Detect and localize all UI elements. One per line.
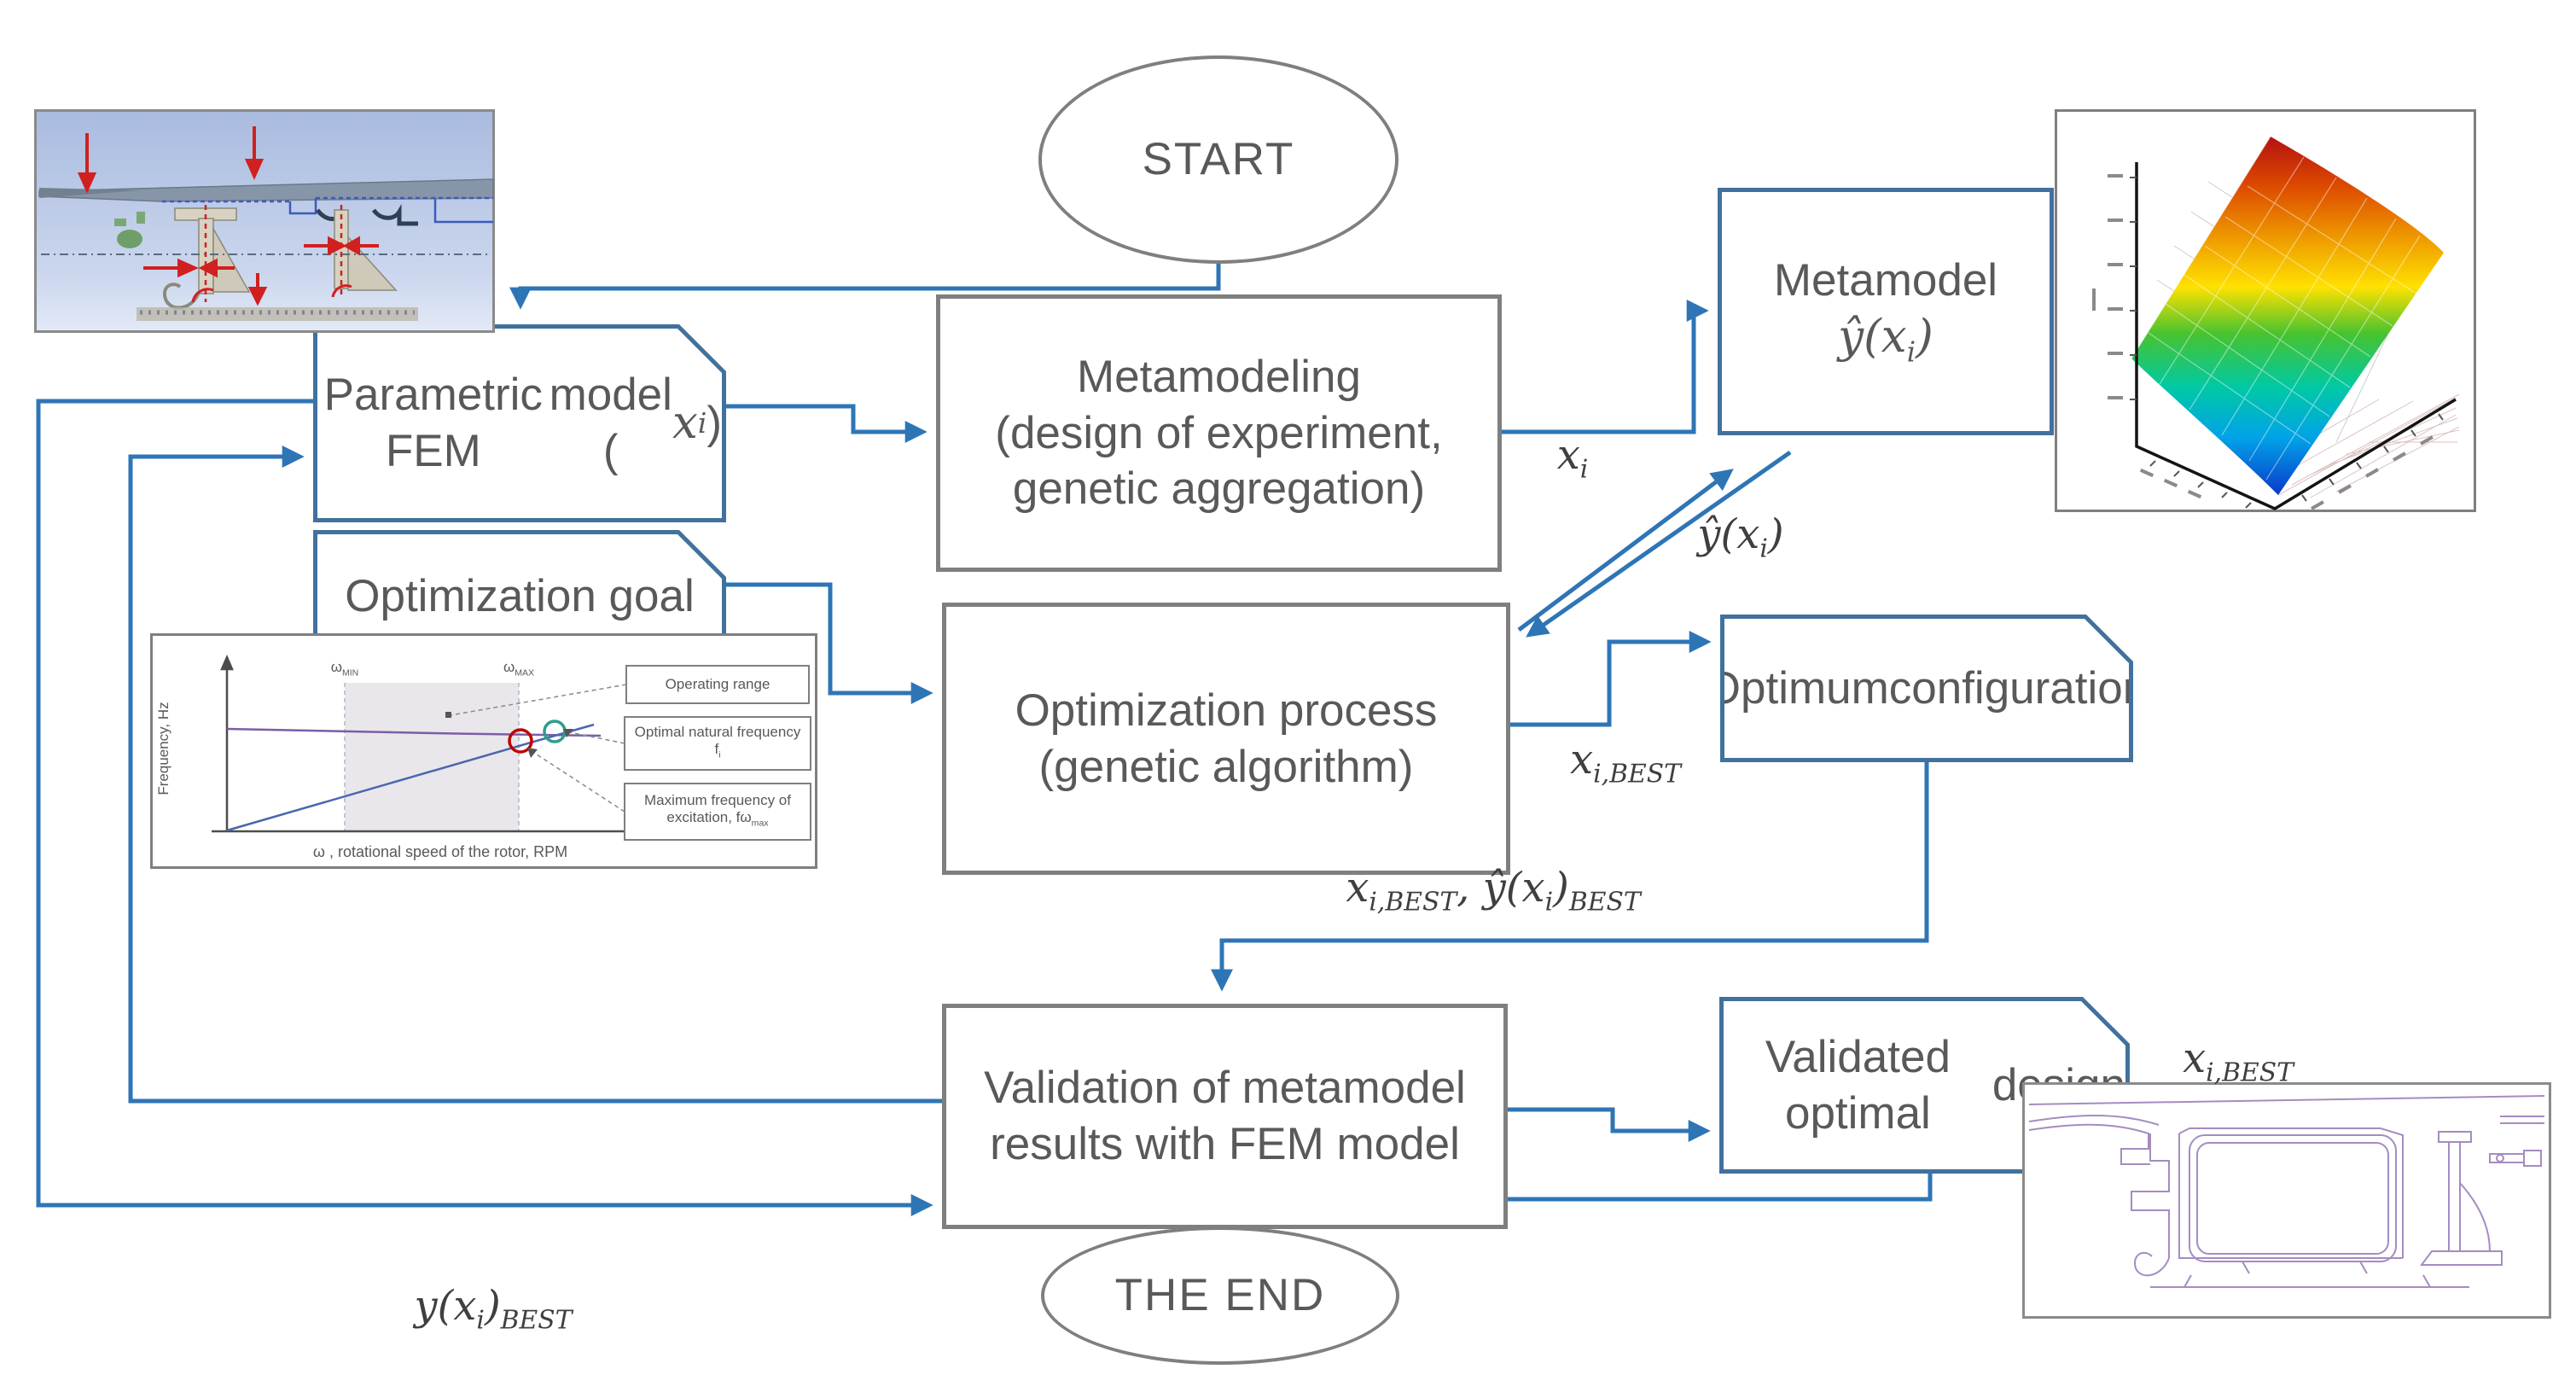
end-label: THE END bbox=[1114, 1270, 1326, 1321]
goal-chart-image: Frequency, Hz ω , rotational speed of th… bbox=[150, 633, 817, 869]
goal-chart-drawing bbox=[150, 633, 817, 869]
response-surface-drawing bbox=[2055, 109, 2476, 512]
connector-optgoal-to-optprocess bbox=[726, 582, 933, 704]
goal-chart-xlabel: ω , rotational speed of the rotor, RPM bbox=[312, 843, 568, 860]
fem-model-image bbox=[34, 109, 495, 333]
connector-metamodel-to-optimization bbox=[1526, 450, 1792, 638]
connector-validation-to-parametric-feedback bbox=[128, 446, 942, 1104]
goal-chart-callout-operating-range: Operating range bbox=[665, 676, 770, 692]
label-xi-best-yhat-best: xi,BEST, ŷ(xi)BEST bbox=[1346, 864, 1641, 918]
optimization-goal-node: Optimization goal bbox=[313, 530, 726, 709]
response-surface-image bbox=[2055, 109, 2476, 512]
label-xi-best: xi,BEST bbox=[1570, 736, 1681, 789]
red-intersection-marker bbox=[508, 728, 533, 754]
goal-chart-wmin-label: ωMIN bbox=[330, 659, 359, 679]
goal-chart-ylabel: Frequency, Hz bbox=[155, 702, 172, 795]
connector-xi-to-metamodel bbox=[1517, 469, 1734, 632]
connector-parametric-to-metamodeling bbox=[726, 404, 927, 443]
optimization-process-label: Optimization process(genetic algorithm) bbox=[1015, 685, 1438, 792]
start-node: START bbox=[1038, 55, 1398, 264]
optimization-process-node: Optimization process(genetic algorithm) bbox=[942, 603, 1510, 875]
validated-design-image bbox=[2022, 1082, 2551, 1319]
connector-validation-to-validated bbox=[1508, 1107, 1711, 1142]
validated-design-drawing bbox=[2022, 1082, 2551, 1319]
label-yhat-xi: ŷ(xi) bbox=[1697, 510, 1784, 564]
label-xi-best-2: xi,BEST bbox=[2183, 1034, 2294, 1088]
connector-metamodeling-to-metamodel bbox=[1502, 300, 1709, 434]
connector-start-to-parametric bbox=[509, 264, 1221, 310]
fem-model-drawing bbox=[34, 109, 495, 333]
connector-parametric-to-validation-feedback bbox=[36, 399, 933, 1216]
label-xi: xi bbox=[1556, 431, 1589, 485]
end-node: THE END bbox=[1041, 1226, 1399, 1365]
label-y-xi-best: y(xi)BEST bbox=[414, 1282, 573, 1336]
goal-chart-wmax-label: ωMAX bbox=[503, 659, 535, 679]
metamodeling-node: Metamodeling(design of experiment,geneti… bbox=[936, 294, 1502, 572]
start-label: START bbox=[1142, 134, 1295, 185]
metamodeling-label: Metamodeling(design of experiment,geneti… bbox=[995, 351, 1443, 515]
connector-optprocess-to-optconfig bbox=[1510, 631, 1712, 727]
connector-optconfig-to-validation bbox=[1211, 762, 1929, 992]
